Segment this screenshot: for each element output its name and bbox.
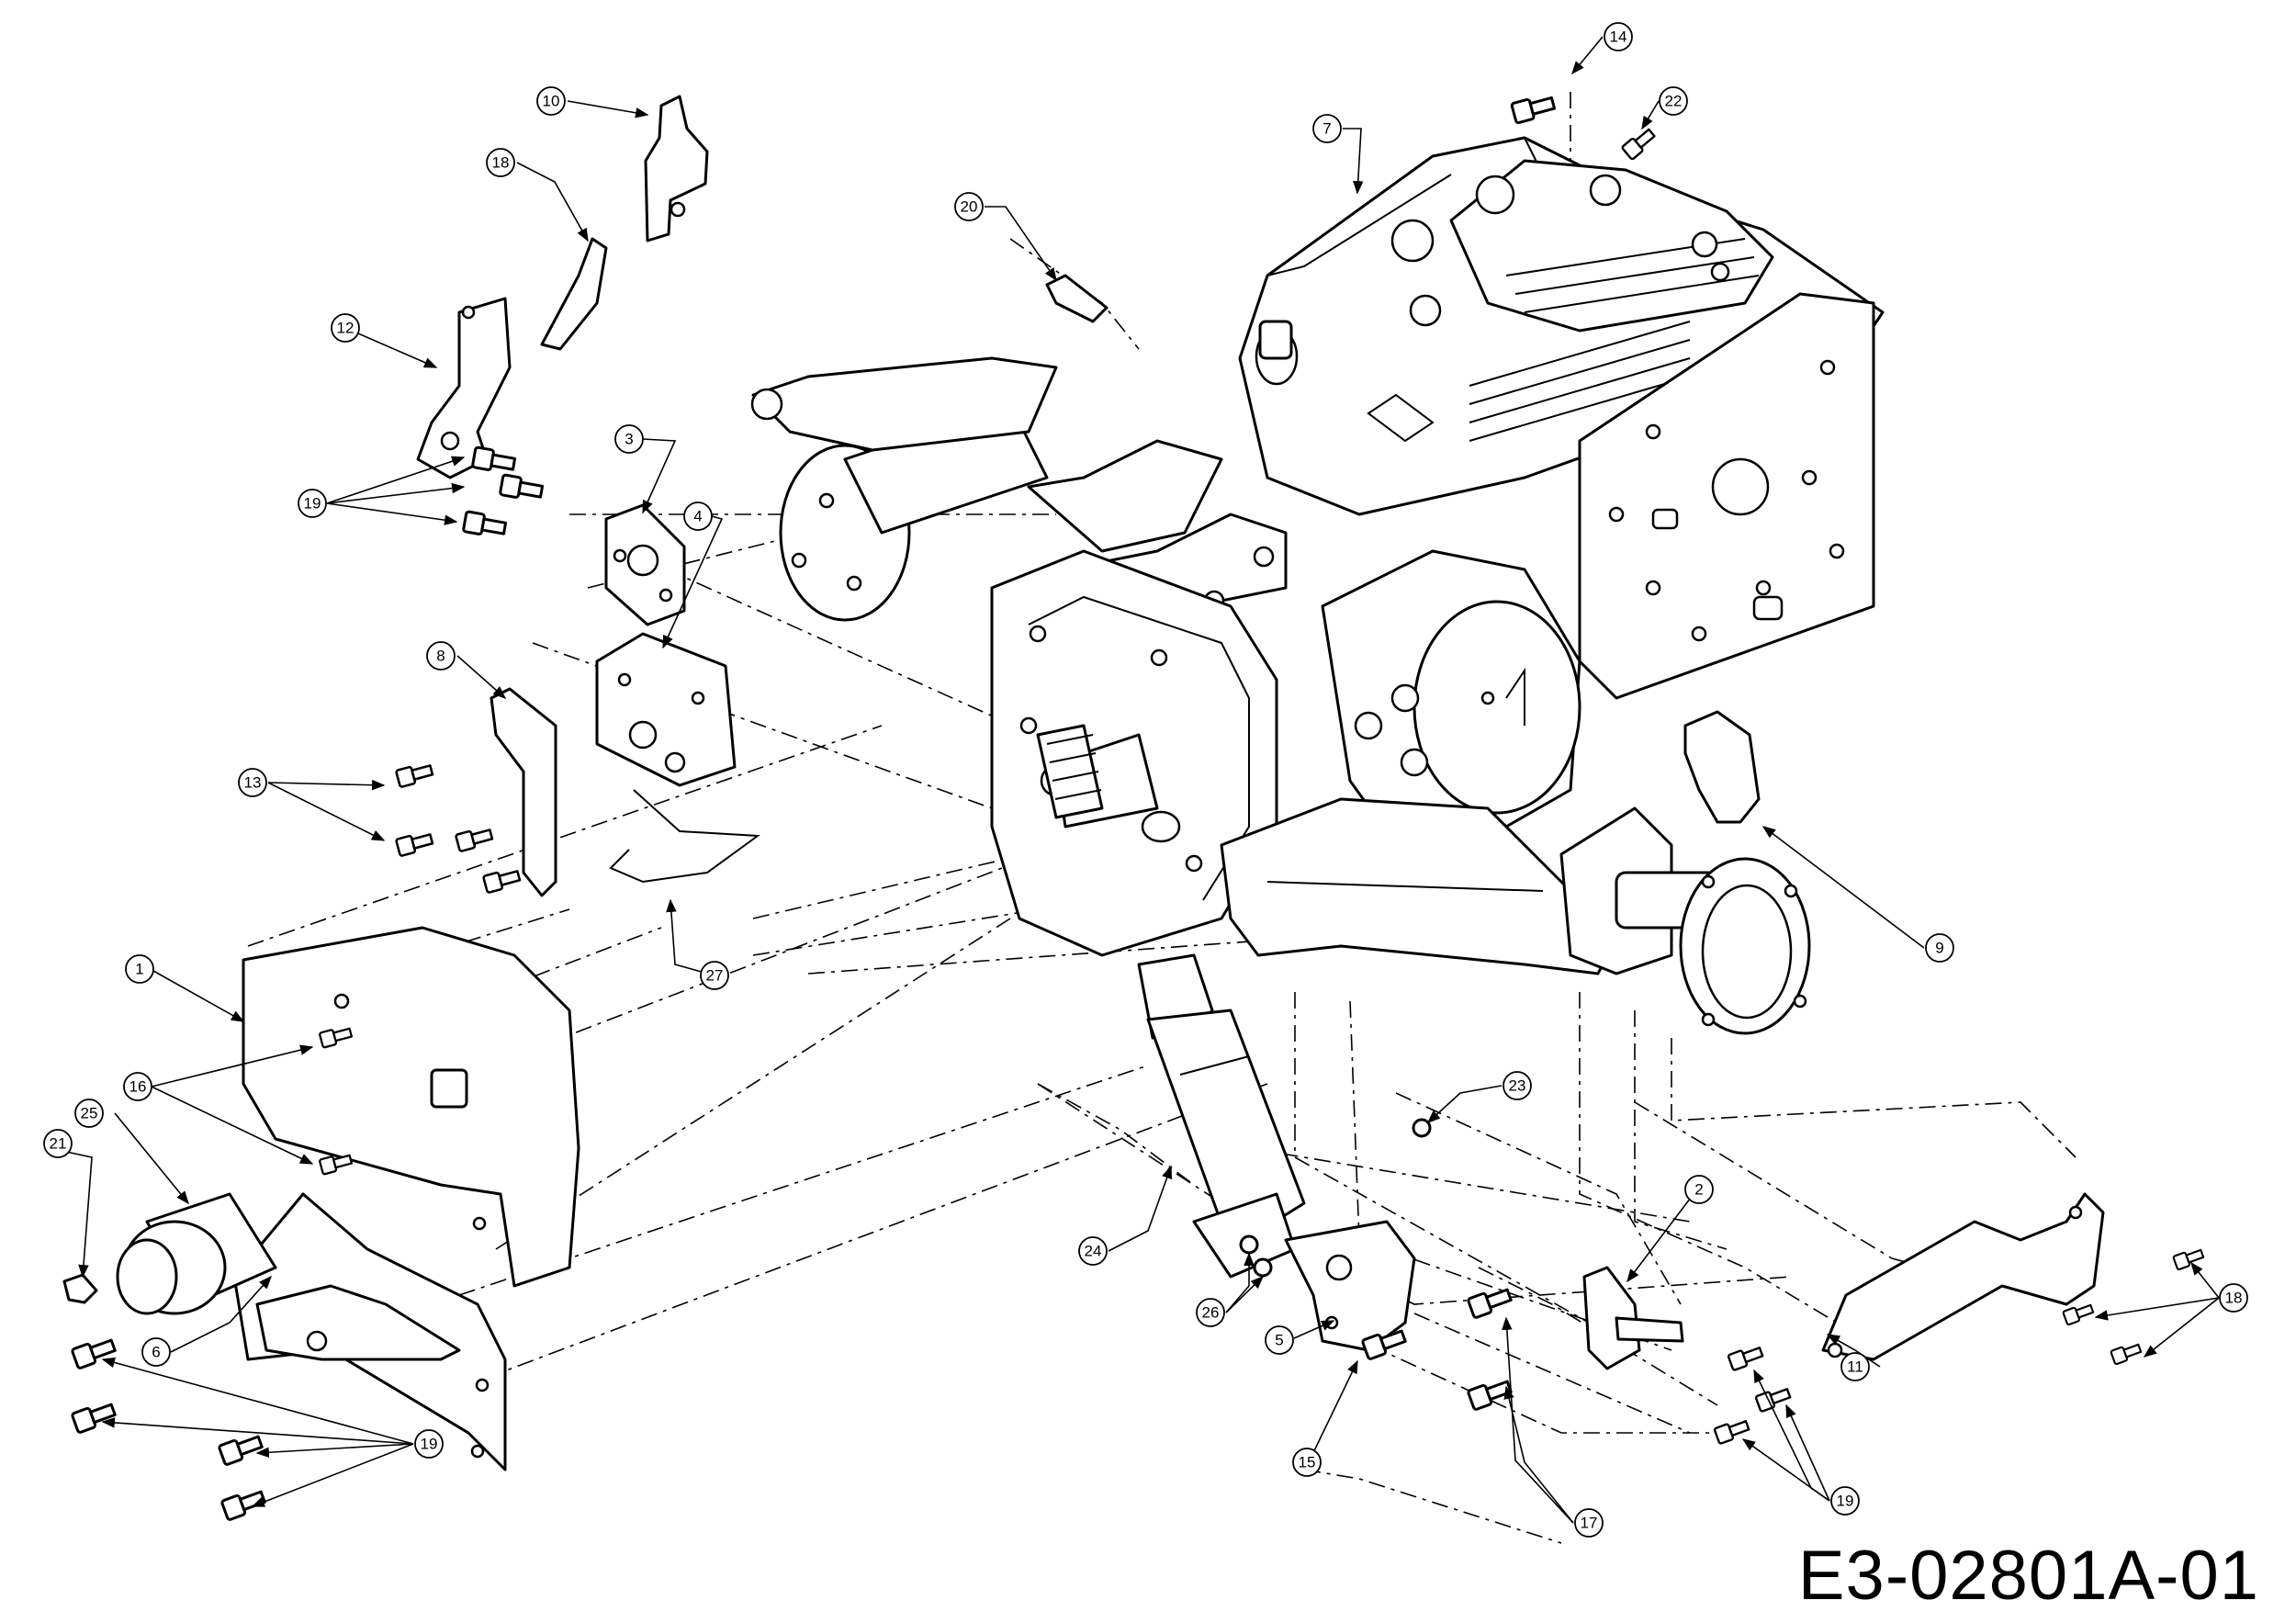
- callout-10: 10: [536, 86, 566, 116]
- svg-text:19: 19: [1837, 1493, 1854, 1510]
- svg-text:25: 25: [81, 1105, 98, 1122]
- svg-text:26: 26: [1202, 1304, 1220, 1322]
- callout-16: 16: [123, 1072, 152, 1101]
- svg-text:15: 15: [1299, 1454, 1316, 1471]
- callout-25: 25: [74, 1099, 104, 1128]
- svg-text:23: 23: [1509, 1077, 1526, 1095]
- svg-text:12: 12: [337, 320, 355, 337]
- callout-18-lower: 18: [2219, 1283, 2248, 1313]
- svg-text:14: 14: [1610, 28, 1627, 46]
- svg-text:4: 4: [693, 508, 702, 525]
- callout-20: 20: [954, 192, 984, 221]
- svg-text:9: 9: [1935, 940, 1943, 957]
- callout-3: 3: [614, 424, 644, 454]
- svg-text:27: 27: [706, 967, 724, 985]
- callout-19-left: 19: [414, 1429, 444, 1459]
- callout-22: 22: [1659, 86, 1688, 116]
- svg-text:8: 8: [436, 648, 445, 665]
- svg-text:19: 19: [421, 1436, 438, 1453]
- callout-24: 24: [1078, 1236, 1108, 1266]
- callout-12: 12: [331, 313, 360, 343]
- callout-8: 8: [426, 641, 456, 671]
- callout-23: 23: [1503, 1071, 1532, 1100]
- svg-text:24: 24: [1085, 1243, 1102, 1260]
- bracket-18-upper: [540, 237, 608, 351]
- callout-26: 26: [1196, 1298, 1225, 1327]
- callout-2: 2: [1684, 1175, 1714, 1204]
- svg-text:22: 22: [1665, 93, 1683, 110]
- callout-19-upper: 19: [298, 489, 327, 518]
- callout-11: 11: [1840, 1352, 1870, 1381]
- callout-9: 9: [1925, 933, 1954, 963]
- callout-6: 6: [141, 1337, 171, 1367]
- callout-14: 14: [1604, 22, 1633, 51]
- plate-2: [1582, 1266, 1641, 1370]
- spool-valves: [1469, 238, 1760, 442]
- bracket-8: [490, 687, 557, 897]
- cylinder-24: [1137, 953, 1306, 1279]
- callout-27: 27: [700, 961, 729, 990]
- clip-23: [1412, 1118, 1432, 1138]
- bracket-10: [644, 95, 709, 242]
- svg-text:11: 11: [1847, 1358, 1863, 1376]
- callout-15: 15: [1292, 1448, 1322, 1477]
- leader-lines: [57, 36, 2220, 1524]
- cap-21: [62, 1273, 98, 1304]
- svg-text:10: 10: [543, 93, 560, 110]
- svg-text:2: 2: [1694, 1181, 1703, 1199]
- callout-18-upper: 18: [486, 148, 515, 177]
- svg-text:17: 17: [1581, 1515, 1598, 1532]
- drawing-reference-number: E3-02801A-01: [1797, 1537, 2259, 1615]
- cover-1: [242, 926, 580, 1288]
- svg-text:20: 20: [961, 198, 978, 216]
- sleeve-25: [116, 1192, 277, 1315]
- pin-20: [1045, 274, 1109, 323]
- callout-4: 4: [683, 502, 713, 531]
- svg-text:21: 21: [50, 1135, 67, 1153]
- bracket-12: [416, 297, 512, 479]
- svg-text:6: 6: [152, 1344, 160, 1361]
- callout-21: 21: [43, 1129, 73, 1158]
- svg-text:18: 18: [2225, 1290, 2243, 1307]
- callout-5: 5: [1265, 1325, 1294, 1355]
- rod-27: [609, 789, 760, 884]
- callout-1: 1: [125, 954, 154, 984]
- svg-text:19: 19: [304, 495, 321, 513]
- svg-text:1: 1: [135, 961, 143, 978]
- svg-text:18: 18: [492, 154, 510, 172]
- svg-text:5: 5: [1275, 1332, 1283, 1349]
- transmission-housing: [750, 136, 1885, 1035]
- callout-13: 13: [238, 768, 267, 797]
- callout-19-right: 19: [1830, 1486, 1860, 1516]
- callout-7: 7: [1312, 114, 1342, 143]
- bracket-5: [1284, 1220, 1416, 1352]
- plate-4: [595, 632, 737, 787]
- svg-text:13: 13: [244, 774, 262, 792]
- bracket-11: [1821, 1192, 2105, 1361]
- svg-text:3: 3: [625, 431, 633, 448]
- svg-text:16: 16: [129, 1078, 147, 1096]
- callout-17: 17: [1574, 1508, 1604, 1538]
- svg-text:7: 7: [1322, 120, 1331, 138]
- bracket-9: [1683, 710, 1761, 824]
